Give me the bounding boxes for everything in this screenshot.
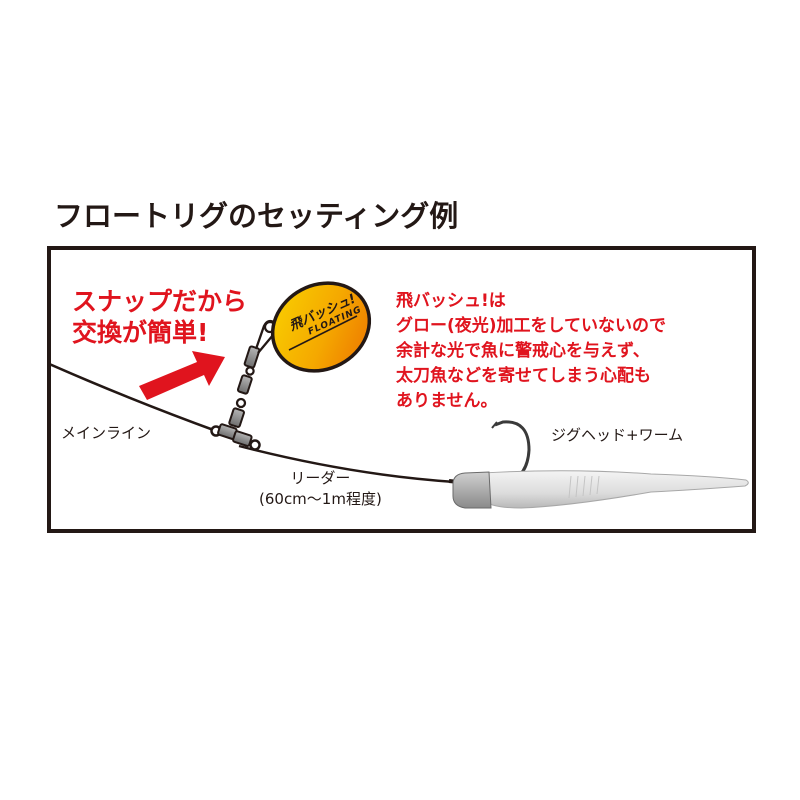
leader-label-name: リーダー xyxy=(290,469,351,487)
page-title: フロートリグのセッティング例 xyxy=(54,199,459,233)
worm-icon xyxy=(482,470,749,509)
arrow-icon xyxy=(139,351,225,400)
float-bobber-icon xyxy=(270,281,372,373)
snap-callout: スナップだから 交換が簡単! xyxy=(72,286,247,348)
main-line xyxy=(51,363,220,434)
leader-label: リーダー (60cm〜1m程度) xyxy=(259,468,382,510)
leader-label-length: (60cm〜1m程度) xyxy=(259,490,382,508)
float-callout: 飛バッシュ!は グロー(夜光)加工をしていないので 余計な光で魚に警戒心を与えず… xyxy=(396,289,666,414)
float-callout-line4: 太刀魚などを寄せてしまう心配も xyxy=(396,366,651,386)
float-callout-line3: 余計な光で魚に警戒心を与えず、 xyxy=(396,341,650,361)
rig-illustration xyxy=(51,281,749,509)
float-callout-line2: グロー(夜光)加工をしていないので xyxy=(396,316,667,336)
float-callout-line1: 飛バッシュ!は xyxy=(396,291,506,311)
rig-diagram-frame: 飛バッシュ! FLOATING スナップだから 交換が簡単! 飛バッシュ!は グ… xyxy=(47,246,756,533)
jighead-worm-label: ジグヘッド+ワーム xyxy=(551,426,684,444)
float-callout-line5: ありません。 xyxy=(396,391,498,411)
jighead-icon xyxy=(452,471,492,509)
snap-callout-line1: スナップだから xyxy=(72,287,248,316)
main-line-label: メインライン xyxy=(61,424,152,442)
snap-callout-line2: 交換が簡単! xyxy=(72,318,209,347)
leader-line xyxy=(238,444,456,484)
three-way-swivel-icon xyxy=(210,397,261,451)
